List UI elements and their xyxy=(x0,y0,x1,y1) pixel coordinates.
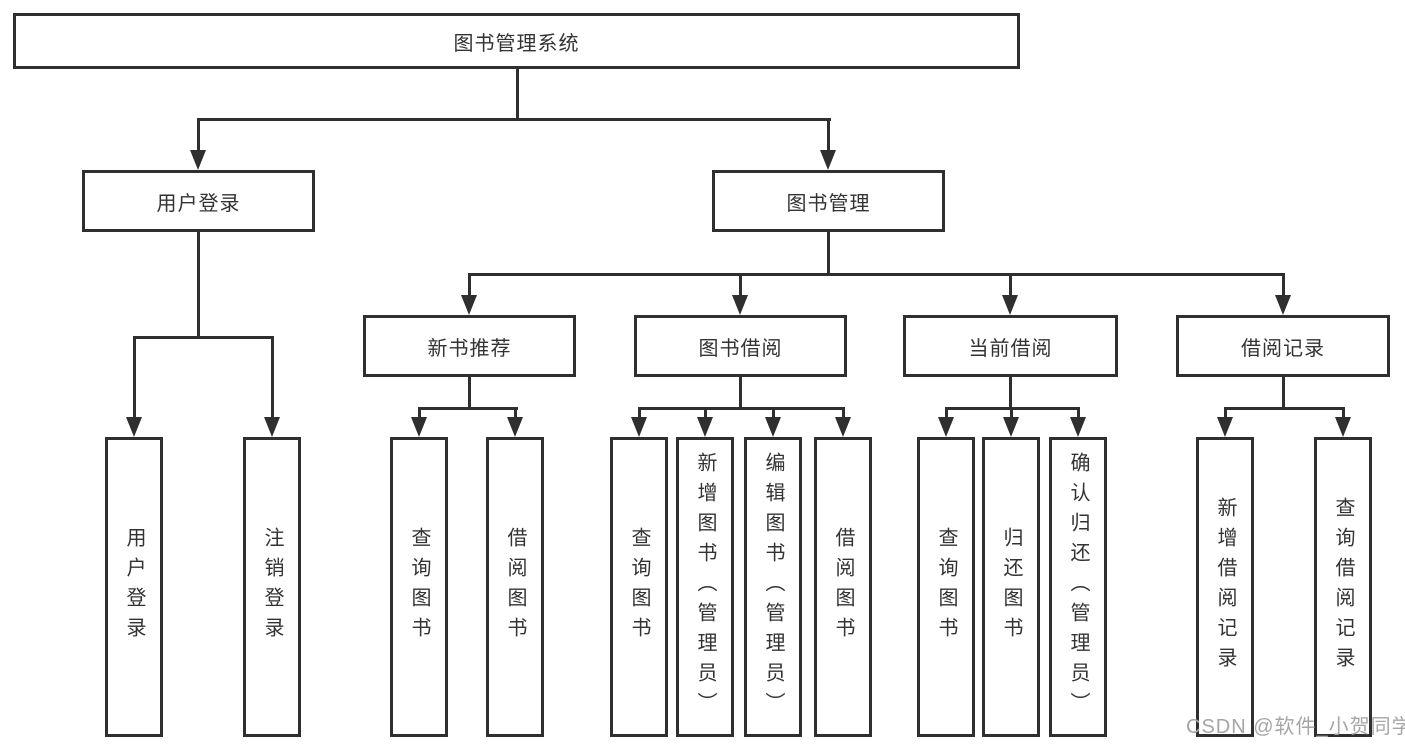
arrow-down-icon xyxy=(732,295,748,315)
leaf-borrow-book: 借阅图书 xyxy=(814,437,872,737)
node-label: 新书推荐 xyxy=(427,337,512,360)
arrow-down-icon xyxy=(835,417,851,437)
connector-line xyxy=(945,407,948,419)
leaf-label: 归还图书 xyxy=(1000,527,1022,647)
leaf-borrow-add-admin: 新增图书（管理员） xyxy=(676,437,734,737)
node-book-borrow: 图书借阅 xyxy=(634,315,847,377)
arrow-down-icon xyxy=(411,417,427,437)
leaf-current-confirm-admin: 确认归还（管理员） xyxy=(1049,437,1107,737)
connector-line xyxy=(1282,377,1285,407)
connector-line xyxy=(638,407,845,410)
leaf-logout: 注销登录 xyxy=(243,437,301,737)
leaf-label: 确认归还（管理员） xyxy=(1067,452,1089,722)
arrow-down-icon xyxy=(1335,417,1351,437)
leaf-current-query: 查询图书 xyxy=(917,437,975,737)
connector-line xyxy=(1077,407,1080,419)
connector-line xyxy=(1009,377,1012,407)
csdn-watermark: CSDN @软件_小贺同学 xyxy=(1186,716,1405,738)
arrow-down-icon xyxy=(1002,295,1018,315)
node-book-management: 图书管理 xyxy=(712,170,945,232)
node-label: 图书管理 xyxy=(786,192,871,215)
arrow-down-icon xyxy=(1275,295,1291,315)
leaf-current-return: 归还图书 xyxy=(982,437,1040,737)
connector-line xyxy=(739,273,742,297)
node-label: 图书借阅 xyxy=(698,337,783,360)
connector-line xyxy=(1010,407,1013,419)
node-new-book-recommend: 新书推荐 xyxy=(363,315,576,377)
connector-line xyxy=(1282,273,1285,297)
node-borrow-records: 借阅记录 xyxy=(1176,315,1390,377)
leaf-label: 查询借阅记录 xyxy=(1332,497,1354,677)
connector-line xyxy=(1342,407,1345,419)
leaf-record-add: 新增借阅记录 xyxy=(1196,437,1254,737)
connector-line xyxy=(468,273,471,297)
arrow-down-icon xyxy=(461,295,477,315)
arrow-down-icon xyxy=(820,150,836,170)
connector-line xyxy=(827,232,830,273)
connector-line xyxy=(197,118,200,154)
leaf-label: 借阅图书 xyxy=(832,527,854,647)
node-label: 图书管理系统 xyxy=(453,32,580,55)
connector-line xyxy=(739,377,742,407)
leaf-borrow-edit-admin: 编辑图书（管理员） xyxy=(744,437,802,737)
connector-line xyxy=(468,273,1285,276)
arrow-down-icon xyxy=(765,417,781,437)
leaf-label: 注销登录 xyxy=(261,527,283,647)
connector-line xyxy=(514,407,517,419)
arrow-down-icon xyxy=(631,417,647,437)
arrow-down-icon xyxy=(126,417,142,437)
arrow-down-icon xyxy=(1003,417,1019,437)
leaf-label: 借阅图书 xyxy=(504,527,526,647)
node-label: 借阅记录 xyxy=(1241,337,1325,360)
connector-line xyxy=(704,407,707,419)
connector-line xyxy=(638,407,641,419)
leaf-label: 新增图书（管理员） xyxy=(694,452,716,722)
connector-line xyxy=(468,377,471,407)
connector-line xyxy=(133,336,136,419)
leaf-label: 编辑图书（管理员） xyxy=(762,452,784,722)
connector-line xyxy=(1224,407,1227,419)
connector-line xyxy=(1224,407,1345,410)
leaf-borrow-query: 查询图书 xyxy=(610,437,668,737)
connector-line xyxy=(418,407,421,419)
connector-line xyxy=(418,407,518,410)
arrow-down-icon xyxy=(190,150,206,170)
node-user-login: 用户登录 xyxy=(82,170,315,232)
connector-line xyxy=(842,407,845,419)
node-root-library-system: 图书管理系统 xyxy=(13,13,1020,69)
node-current-borrow: 当前借阅 xyxy=(903,315,1118,377)
arrow-down-icon xyxy=(264,417,280,437)
leaf-label: 新增借阅记录 xyxy=(1214,497,1236,677)
connector-line xyxy=(827,118,830,154)
node-label: 用户登录 xyxy=(156,192,241,215)
connector-line xyxy=(271,336,274,419)
arrow-down-icon xyxy=(938,417,954,437)
connector-line xyxy=(516,68,519,120)
leaf-label: 用户登录 xyxy=(123,527,145,647)
connector-line xyxy=(133,336,274,339)
leaf-label: 查询图书 xyxy=(935,527,957,647)
arrow-down-icon xyxy=(1070,417,1086,437)
arrow-down-icon xyxy=(507,417,523,437)
connector-line xyxy=(772,407,775,419)
leaf-label: 查询图书 xyxy=(408,527,430,647)
leaf-user-login: 用户登录 xyxy=(105,437,163,737)
arrow-down-icon xyxy=(1217,417,1233,437)
node-label: 当前借阅 xyxy=(968,337,1053,360)
leaf-label: 查询图书 xyxy=(628,527,650,647)
connector-line xyxy=(197,118,831,121)
connector-line xyxy=(197,232,200,336)
leaf-record-query: 查询借阅记录 xyxy=(1314,437,1372,737)
leaf-newbook-borrow: 借阅图书 xyxy=(486,437,544,737)
arrow-down-icon xyxy=(697,417,713,437)
connector-line xyxy=(1009,273,1012,297)
leaf-newbook-query: 查询图书 xyxy=(390,437,448,737)
